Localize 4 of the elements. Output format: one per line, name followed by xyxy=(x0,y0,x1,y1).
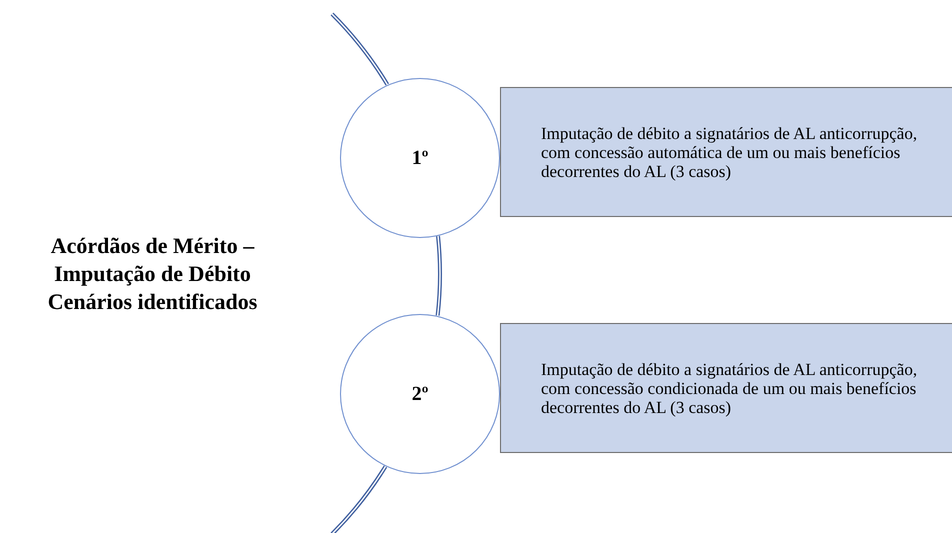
connector-line xyxy=(436,236,442,316)
text-box: Imputação de débito a signatários de AL anticorrupção, com concessão automática de um ou mais benefícios decorrentes do AL (3 casos) xyxy=(500,87,952,217)
diagram-title: Acórdãos de Mérito – Imputação de Débito Cenários identificados xyxy=(46,232,258,316)
text-box: Imputação de débito a signatários de AL anticorrupção, com concessão condicionada de um ou mais benefícios decorrentes do AL (3 casos) xyxy=(500,323,952,453)
